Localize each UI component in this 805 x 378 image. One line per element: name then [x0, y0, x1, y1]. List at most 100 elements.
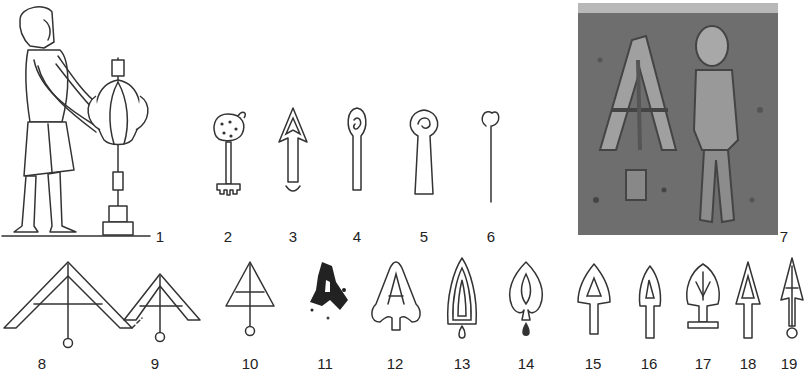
callout-number: 12 — [387, 355, 404, 373]
sign-variant — [64, 339, 73, 348]
man-with-standard — [88, 96, 100, 130]
sign-variant — [388, 274, 404, 304]
sign-variant — [238, 112, 245, 118]
sign-variant — [687, 264, 719, 328]
sign-variant — [646, 280, 654, 298]
man-with-standard — [136, 96, 148, 130]
sign-variant — [702, 272, 704, 300]
sign-variant — [286, 186, 300, 191]
sign-variant — [228, 120, 231, 123]
sign-variant — [459, 326, 465, 338]
callout-number: 7 — [780, 228, 788, 246]
sign-variant — [791, 266, 793, 326]
sign-variant — [124, 274, 200, 342]
sign-variant — [311, 309, 314, 312]
sign-variant — [348, 108, 366, 190]
sign-variant — [217, 184, 240, 195]
sign-variant — [490, 126, 492, 202]
relief-photo — [578, 3, 778, 235]
man-with-standard — [110, 82, 118, 144]
sign-variant — [222, 131, 225, 134]
sign-variant — [448, 258, 477, 338]
sign-variant — [246, 327, 255, 336]
man-with-standard — [24, 122, 74, 176]
sign-variant — [410, 110, 437, 194]
relief-photo — [600, 36, 676, 150]
callout-number: 15 — [585, 355, 602, 373]
sign-variant — [781, 258, 803, 326]
sign-variant — [522, 322, 530, 336]
sign-variant — [639, 266, 660, 338]
sign-variant — [736, 262, 760, 338]
sign-variant — [522, 274, 531, 304]
sign-variant — [736, 262, 760, 338]
sign-variant — [67, 264, 69, 338]
callout-number: 3 — [289, 228, 297, 246]
sign-variant — [214, 112, 245, 195]
callout-number: 17 — [695, 355, 712, 373]
sign-variant — [327, 317, 330, 320]
man-with-standard — [118, 82, 127, 144]
sign-variant — [249, 264, 251, 326]
sign-variant — [156, 333, 165, 342]
callout-number: 18 — [740, 355, 757, 373]
callout-number: 8 — [38, 355, 46, 373]
callout-number: 10 — [242, 355, 259, 373]
callout-number: 1 — [156, 228, 164, 246]
callout-number: 11 — [317, 355, 333, 373]
sign-variant — [159, 276, 161, 332]
man-with-standard — [44, 20, 50, 40]
sign-variant — [448, 258, 477, 324]
sign-variant — [286, 118, 300, 134]
relief-photo — [593, 197, 599, 203]
sign-variant — [234, 127, 237, 130]
man-with-standard — [113, 172, 123, 190]
sign-variant — [410, 110, 437, 194]
relief-photo — [662, 188, 667, 193]
sign-variant — [688, 322, 718, 328]
sign-variant — [482, 112, 499, 126]
sign-variant — [279, 108, 307, 182]
sign-variant — [639, 266, 660, 338]
callout-number: 9 — [151, 355, 159, 373]
sign-variant — [348, 108, 366, 190]
sign-variant — [510, 262, 543, 320]
relief-photo — [626, 170, 646, 200]
sign-variant — [220, 122, 223, 125]
sign-variant — [372, 262, 420, 330]
sign-variant — [458, 280, 466, 316]
callout-number: 6 — [487, 228, 495, 246]
sign-variant — [786, 287, 798, 289]
man-with-standard — [48, 124, 52, 172]
relief-photo — [598, 58, 603, 63]
sign-variant — [214, 114, 244, 141]
sign-variant — [325, 280, 330, 292]
relief-photo — [694, 70, 738, 150]
callout-number: 4 — [353, 228, 361, 246]
sign-variant — [354, 118, 361, 129]
sign-variant — [226, 142, 231, 184]
callout-number: 16 — [641, 355, 658, 373]
sign-variant — [787, 328, 797, 338]
sign-variant — [310, 262, 348, 310]
callout-number: 5 — [420, 228, 428, 246]
man-with-standard — [58, 56, 98, 104]
sign-variant — [4, 262, 142, 348]
man-with-standard — [109, 206, 127, 222]
man-with-standard — [48, 172, 76, 232]
sign-variant — [389, 295, 403, 297]
sign-variant — [418, 118, 430, 128]
sign-variant — [140, 305, 182, 307]
relief-photo — [700, 150, 734, 222]
sign-variant — [482, 112, 499, 202]
man-with-standard — [20, 7, 54, 48]
man-with-standard — [96, 80, 141, 145]
sign-variant — [342, 288, 346, 292]
sign-variant — [229, 134, 232, 137]
sign-variant — [578, 264, 610, 334]
sign-variant — [587, 278, 601, 296]
sign-variant — [372, 262, 420, 330]
relief-photo — [757, 107, 763, 113]
